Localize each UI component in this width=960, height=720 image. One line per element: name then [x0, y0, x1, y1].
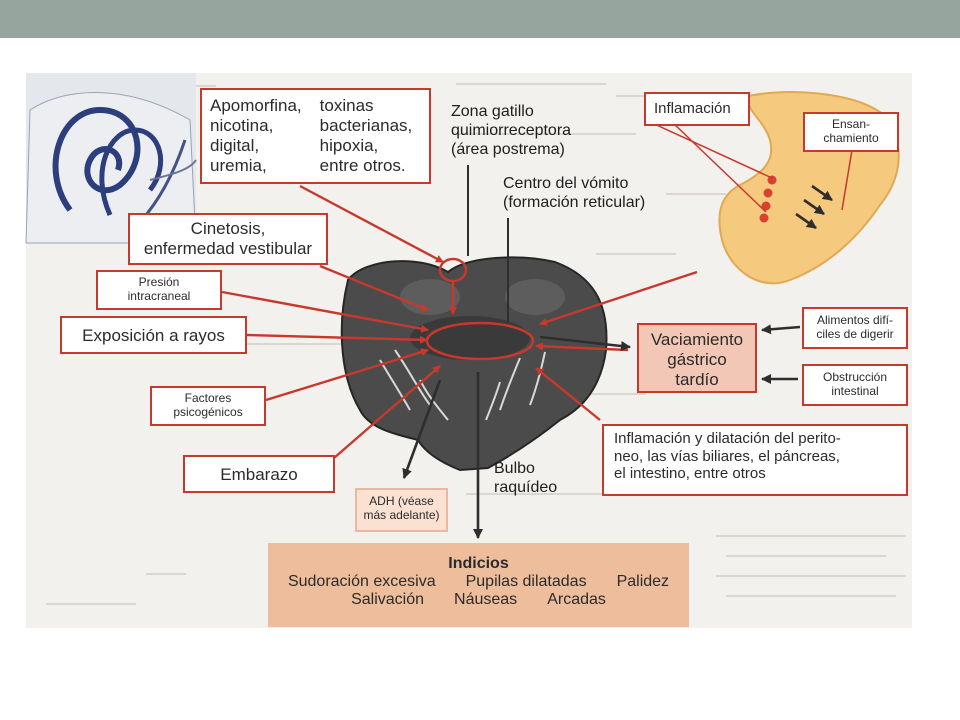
- label-bulbo-raquideo: Bulbo raquídeo: [494, 460, 557, 498]
- arrow-peritoneo: [535, 367, 601, 421]
- box-obstruccion: Obstrucción intestinal: [802, 364, 908, 406]
- factores-line-2: psicogénicos: [173, 405, 243, 420]
- peritoneo-line-3: el intestino, entre otros: [614, 465, 766, 483]
- ensanchamiento-leader: [841, 149, 853, 211]
- inflamacion-leader-1: [649, 121, 773, 179]
- bulbo-line-1: Bulbo: [494, 460, 535, 477]
- exposicion-text: Exposición a rayos: [82, 326, 225, 345]
- causa-hipoxia: hipoxia,: [319, 136, 379, 156]
- arrow-causas-quimicas: [299, 184, 444, 264]
- zona-gatillo-line-1: Zona gatillo: [451, 103, 534, 120]
- alimentos-line-2: ciles de digerir: [816, 327, 894, 342]
- arrow-to-vaciamiento: [539, 335, 631, 351]
- arrow-embarazo: [333, 365, 441, 459]
- arrow-adh: [402, 379, 442, 479]
- indicio-sudoracion: Sudoración excesiva: [287, 573, 436, 590]
- causa-digital: digital,: [210, 136, 260, 156]
- causas-col-2: toxinas bacterianas, hipoxia, entre otro…: [320, 96, 413, 176]
- arrow-cinetosis: [319, 264, 429, 312]
- arrow-presion: [221, 290, 429, 333]
- indicio-pupilas: Pupilas dilatadas: [465, 573, 587, 590]
- brainstem-section: [340, 256, 608, 472]
- box-inflamacion-estomago: Inflamación: [644, 92, 750, 126]
- box-ensanchamiento: Ensan- chamiento: [803, 112, 899, 152]
- box-presion-intracraneal: Presión intracraneal: [96, 270, 222, 310]
- adh-line-1: ADH (véase: [369, 494, 434, 508]
- box-factores-psicogenicos: Factores psicogénicos: [150, 386, 266, 426]
- causa-bacterianas: bacterianas,: [319, 116, 413, 136]
- indicios-row-2: Salivación Náuseas Arcadas: [268, 591, 689, 609]
- peritoneo-line-2: neo, las vías biliares, el páncreas,: [614, 447, 840, 465]
- arrow-exposicion: [246, 333, 428, 344]
- obstruccion-line-2: intestinal: [831, 384, 879, 399]
- arrow-alimentos: [761, 324, 801, 335]
- causa-uremia: uremia,: [210, 156, 267, 176]
- box-inflamacion-dilatacion: Inflamación y dilatación del perito- neo…: [602, 424, 908, 496]
- inflamacion-leader-2: [671, 121, 767, 213]
- indicio-arcadas: Arcadas: [547, 591, 606, 609]
- factores-line-1: Factores: [184, 391, 232, 405]
- centro-vomito-line-2: (formación reticular): [503, 193, 646, 211]
- area-postrema-ellipse: [438, 257, 468, 283]
- presion-line-1: Presión: [138, 275, 180, 289]
- arrow-factores: [265, 348, 429, 402]
- bulbo-line-2: raquídeo: [494, 478, 558, 496]
- ensanchamiento-line-2: chamiento: [823, 131, 879, 146]
- causas-col-1: Apomorfina, nicotina, digital, uremia,: [210, 96, 302, 176]
- stomach-pressure-arrow-1: [811, 184, 833, 202]
- zona-gatillo-line-2: quimiorreceptora: [451, 121, 572, 139]
- stomach-pressure-arrow-2: [803, 198, 825, 216]
- box-embarazo: Embarazo: [183, 455, 335, 493]
- indicio-salivacion: Salivación: [351, 591, 425, 609]
- cinetosis-line-2: enfermedad vestibular: [143, 239, 313, 259]
- vaciamiento-line-2: gástrico: [667, 350, 727, 370]
- indicios-row-1: Sudoración excesiva Pupilas dilatadas Pa…: [268, 573, 689, 591]
- box-causas-quimicas: Apomorfina, nicotina, digital, uremia, t…: [200, 88, 431, 184]
- indicio-palidez: Palidez: [616, 573, 670, 590]
- inflamacion-text: Inflamación: [654, 100, 731, 117]
- box-alimentos: Alimentos difí- ciles de digerir: [802, 307, 908, 349]
- obstruccion-line-1: Obstrucción: [822, 370, 888, 384]
- ensanchamiento-line-1: Ensan-: [831, 117, 871, 131]
- box-adh: ADH (véase más adelante): [355, 488, 448, 532]
- peritoneo-line-1: Inflamación y dilatación del perito-: [614, 430, 841, 447]
- arrow-estomago: [539, 270, 698, 326]
- causa-toxinas: toxinas: [319, 96, 374, 115]
- label-zona-gatillo: Zona gatillo quimiorreceptora (área post…: [451, 103, 571, 160]
- box-cinetosis: Cinetosis, enfermedad vestibular: [128, 213, 328, 265]
- box-vaciamiento-gastrico: Vaciamiento gástrico tardío: [637, 323, 757, 393]
- centro-vomito-line-1: Centro del vómito: [503, 175, 629, 192]
- label-centro-vomito: Centro del vómito (formación reticular): [503, 175, 645, 213]
- causa-otros: entre otros.: [319, 156, 406, 176]
- cinetosis-line-1: Cinetosis,: [190, 219, 266, 238]
- indicios-title: Indicios: [448, 555, 509, 572]
- presion-line-2: intracraneal: [127, 289, 191, 304]
- indicios-panel: Indicios Sudoración excesiva Pupilas dil…: [268, 543, 689, 627]
- causa-nicotina: nicotina,: [210, 116, 274, 136]
- vaciamiento-line-3: tardío: [675, 370, 719, 390]
- header-bar: [0, 0, 960, 38]
- indicio-nauseas: Náuseas: [454, 591, 518, 609]
- alimentos-line-1: Alimentos difí-: [816, 313, 894, 327]
- vaciamiento-line-1: Vaciamiento: [650, 330, 744, 349]
- stomach-pressure-arrow-3: [795, 212, 817, 230]
- inner-ear-illustration: [25, 73, 197, 244]
- box-exposicion-rayos: Exposición a rayos: [60, 316, 247, 354]
- zona-gatillo-line-3: (área postrema): [451, 140, 565, 158]
- embarazo-text: Embarazo: [220, 465, 298, 484]
- adh-line-2: más adelante): [363, 508, 440, 523]
- arrow-vaciamiento: [535, 342, 629, 352]
- causa-apomorfina: Apomorfina,: [210, 96, 302, 115]
